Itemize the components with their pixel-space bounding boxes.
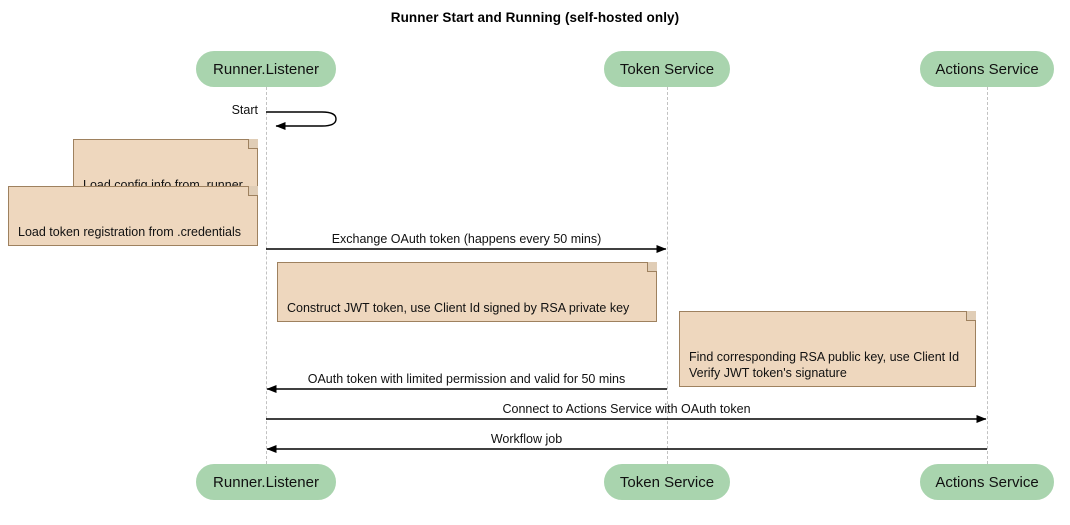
participant-label: Runner.Listener	[213, 60, 319, 78]
note-load-token-registration: Load token registration from .credential…	[8, 186, 258, 246]
participant-label: Token Service	[619, 60, 715, 78]
lifeline-actions	[987, 87, 988, 464]
participant-label: Actions Service	[935, 473, 1039, 491]
message-label-oauth-token-reply: OAuth token with limited permission and …	[307, 372, 626, 386]
participant-label: Actions Service	[935, 60, 1039, 78]
note-text: Find corresponding RSA public key, use C…	[689, 350, 960, 380]
participant-actions-service-top[interactable]: Actions Service	[920, 51, 1054, 87]
participant-label: Runner.Listener	[213, 473, 319, 491]
participant-token-service-top[interactable]: Token Service	[604, 51, 730, 87]
message-label-connect-actions: Connect to Actions Service with OAuth to…	[502, 402, 751, 416]
participant-token-service-bottom[interactable]: Token Service	[604, 464, 730, 500]
note-construct-jwt: Construct JWT token, use Client Id signe…	[277, 262, 657, 322]
participant-runner-listener-top[interactable]: Runner.Listener	[196, 51, 336, 87]
participant-label: Token Service	[619, 473, 715, 491]
message-label-workflow-job: Workflow job	[490, 432, 563, 446]
message-label-start: Start	[231, 103, 258, 117]
note-text: Load token registration from .credential…	[18, 225, 242, 239]
participant-actions-service-bottom[interactable]: Actions Service	[920, 464, 1054, 500]
page-title: Runner Start and Running (self-hosted on…	[390, 10, 680, 25]
lifeline-token	[667, 87, 668, 464]
note-folded-corner-icon	[966, 311, 976, 321]
note-text: Construct JWT token, use Client Id signe…	[287, 301, 630, 315]
note-folded-corner-icon	[248, 186, 258, 196]
lifeline-runner	[266, 87, 267, 464]
note-folded-corner-icon	[647, 262, 657, 272]
participant-runner-listener-bottom[interactable]: Runner.Listener	[196, 464, 336, 500]
note-folded-corner-icon	[248, 139, 258, 149]
note-verify-jwt: Find corresponding RSA public key, use C…	[679, 311, 976, 387]
message-label-exchange-oauth: Exchange OAuth token (happens every 50 m…	[331, 232, 602, 246]
